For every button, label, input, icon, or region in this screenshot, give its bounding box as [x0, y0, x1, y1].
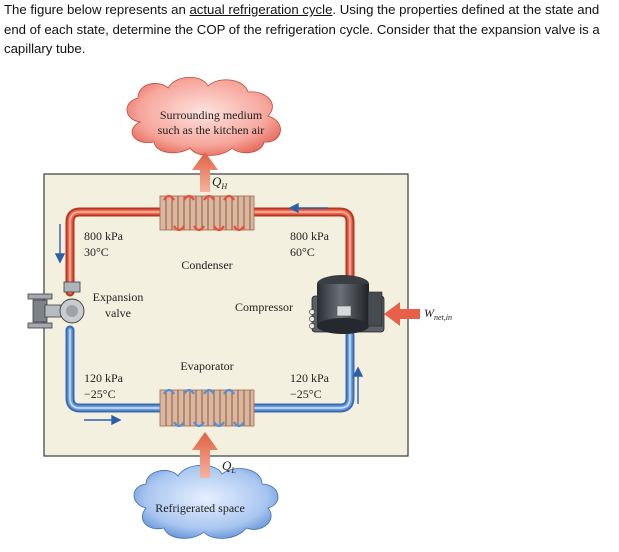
state-top-left-temperature: 30°C — [84, 245, 109, 259]
heat-absorbed-arrow — [192, 432, 218, 478]
state-top-right-temperature: 60°C — [290, 245, 315, 259]
evaporator-label: Evaporator — [180, 359, 233, 373]
compressor-label: Compressor — [235, 300, 293, 314]
q-l-label: QL — [222, 458, 236, 475]
surroundings-label-line2: such as the kitchen air — [158, 123, 265, 137]
condenser-label: Condenser — [181, 258, 232, 272]
compressor-unit — [309, 275, 385, 334]
state-bottom-right-temperature: −25°C — [290, 387, 322, 401]
refrigerated-space-cloud — [133, 464, 279, 539]
state-bottom-right-pressure: 120 kPa — [290, 371, 330, 385]
work-input-arrow — [384, 302, 420, 326]
question-intro: The figure below represents an — [4, 2, 190, 17]
condenser-coil — [159, 194, 255, 232]
flow-direction-arrows — [54, 202, 364, 426]
heat-rejected-arrow — [192, 152, 218, 192]
state-top-right-pressure: 800 kPa — [290, 229, 330, 243]
work-input-label: Wnet,in — [424, 306, 452, 322]
surroundings-label-line1: Surrounding medium — [160, 108, 263, 122]
expansion-valve — [27, 281, 85, 329]
state-bottom-left-pressure: 120 kPa — [84, 371, 124, 385]
q-h-label: QH — [212, 174, 228, 191]
state-bottom-left-temperature: −25°C — [84, 387, 116, 401]
question-text: The figure below represents an actual re… — [4, 0, 616, 59]
evaporator-coil — [159, 388, 255, 428]
question-body: . Using the properties defined at the st… — [4, 2, 600, 56]
refrigerated-space-label: Refrigerated space — [155, 501, 245, 515]
state-top-left-pressure: 800 kPa — [84, 229, 124, 243]
expansion-valve-label-line2: valve — [105, 306, 131, 320]
refrigeration-cycle-link[interactable]: actual refrigeration cycle — [189, 2, 333, 17]
expansion-valve-label-line1: Expansion — [93, 290, 144, 304]
surrounding-medium-cloud — [126, 76, 281, 156]
